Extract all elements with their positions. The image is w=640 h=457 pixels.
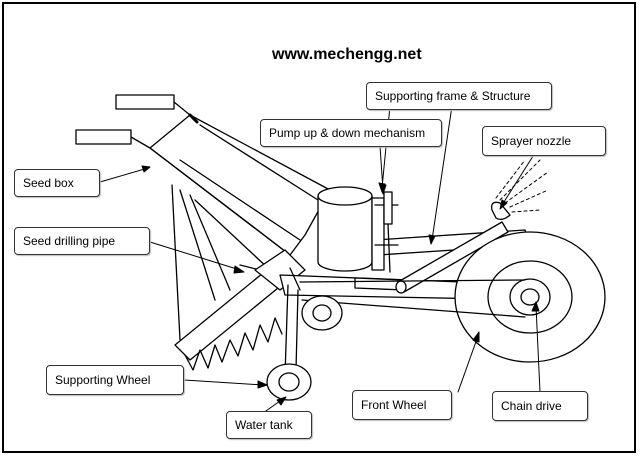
spray-mist [495, 159, 549, 213]
label-supporting-frame: Supporting frame & Structure [366, 82, 552, 110]
sprayer-pipe [395, 201, 511, 294]
leader-lines [99, 105, 541, 414]
middle-wheel [301, 295, 343, 331]
label-front-wheel: Front Wheel [352, 390, 452, 420]
supporting-wheel-shape [266, 363, 312, 401]
label-chain-drive: Chain drive [492, 391, 588, 421]
label-sprayer-nozzle: Sprayer nozzle [482, 126, 606, 156]
chain-drive-belt [299, 279, 526, 318]
label-seed-drilling-pipe: Seed drilling pipe [14, 227, 150, 255]
front-wheel-shape [454, 231, 606, 363]
label-supporting-wheel: Supporting Wheel [46, 365, 184, 395]
rear-legs [171, 184, 271, 341]
label-seed-box: Seed box [14, 169, 100, 197]
pump-mechanism-shape [383, 191, 393, 273]
label-water-tank: Water tank [226, 411, 312, 439]
label-pump-mechanism: Pump up & down mechanism [260, 119, 442, 147]
handle-grips [75, 94, 191, 149]
water-tank-cylinder [317, 186, 399, 272]
watermark-text: www.mechengg.net [272, 46, 422, 63]
